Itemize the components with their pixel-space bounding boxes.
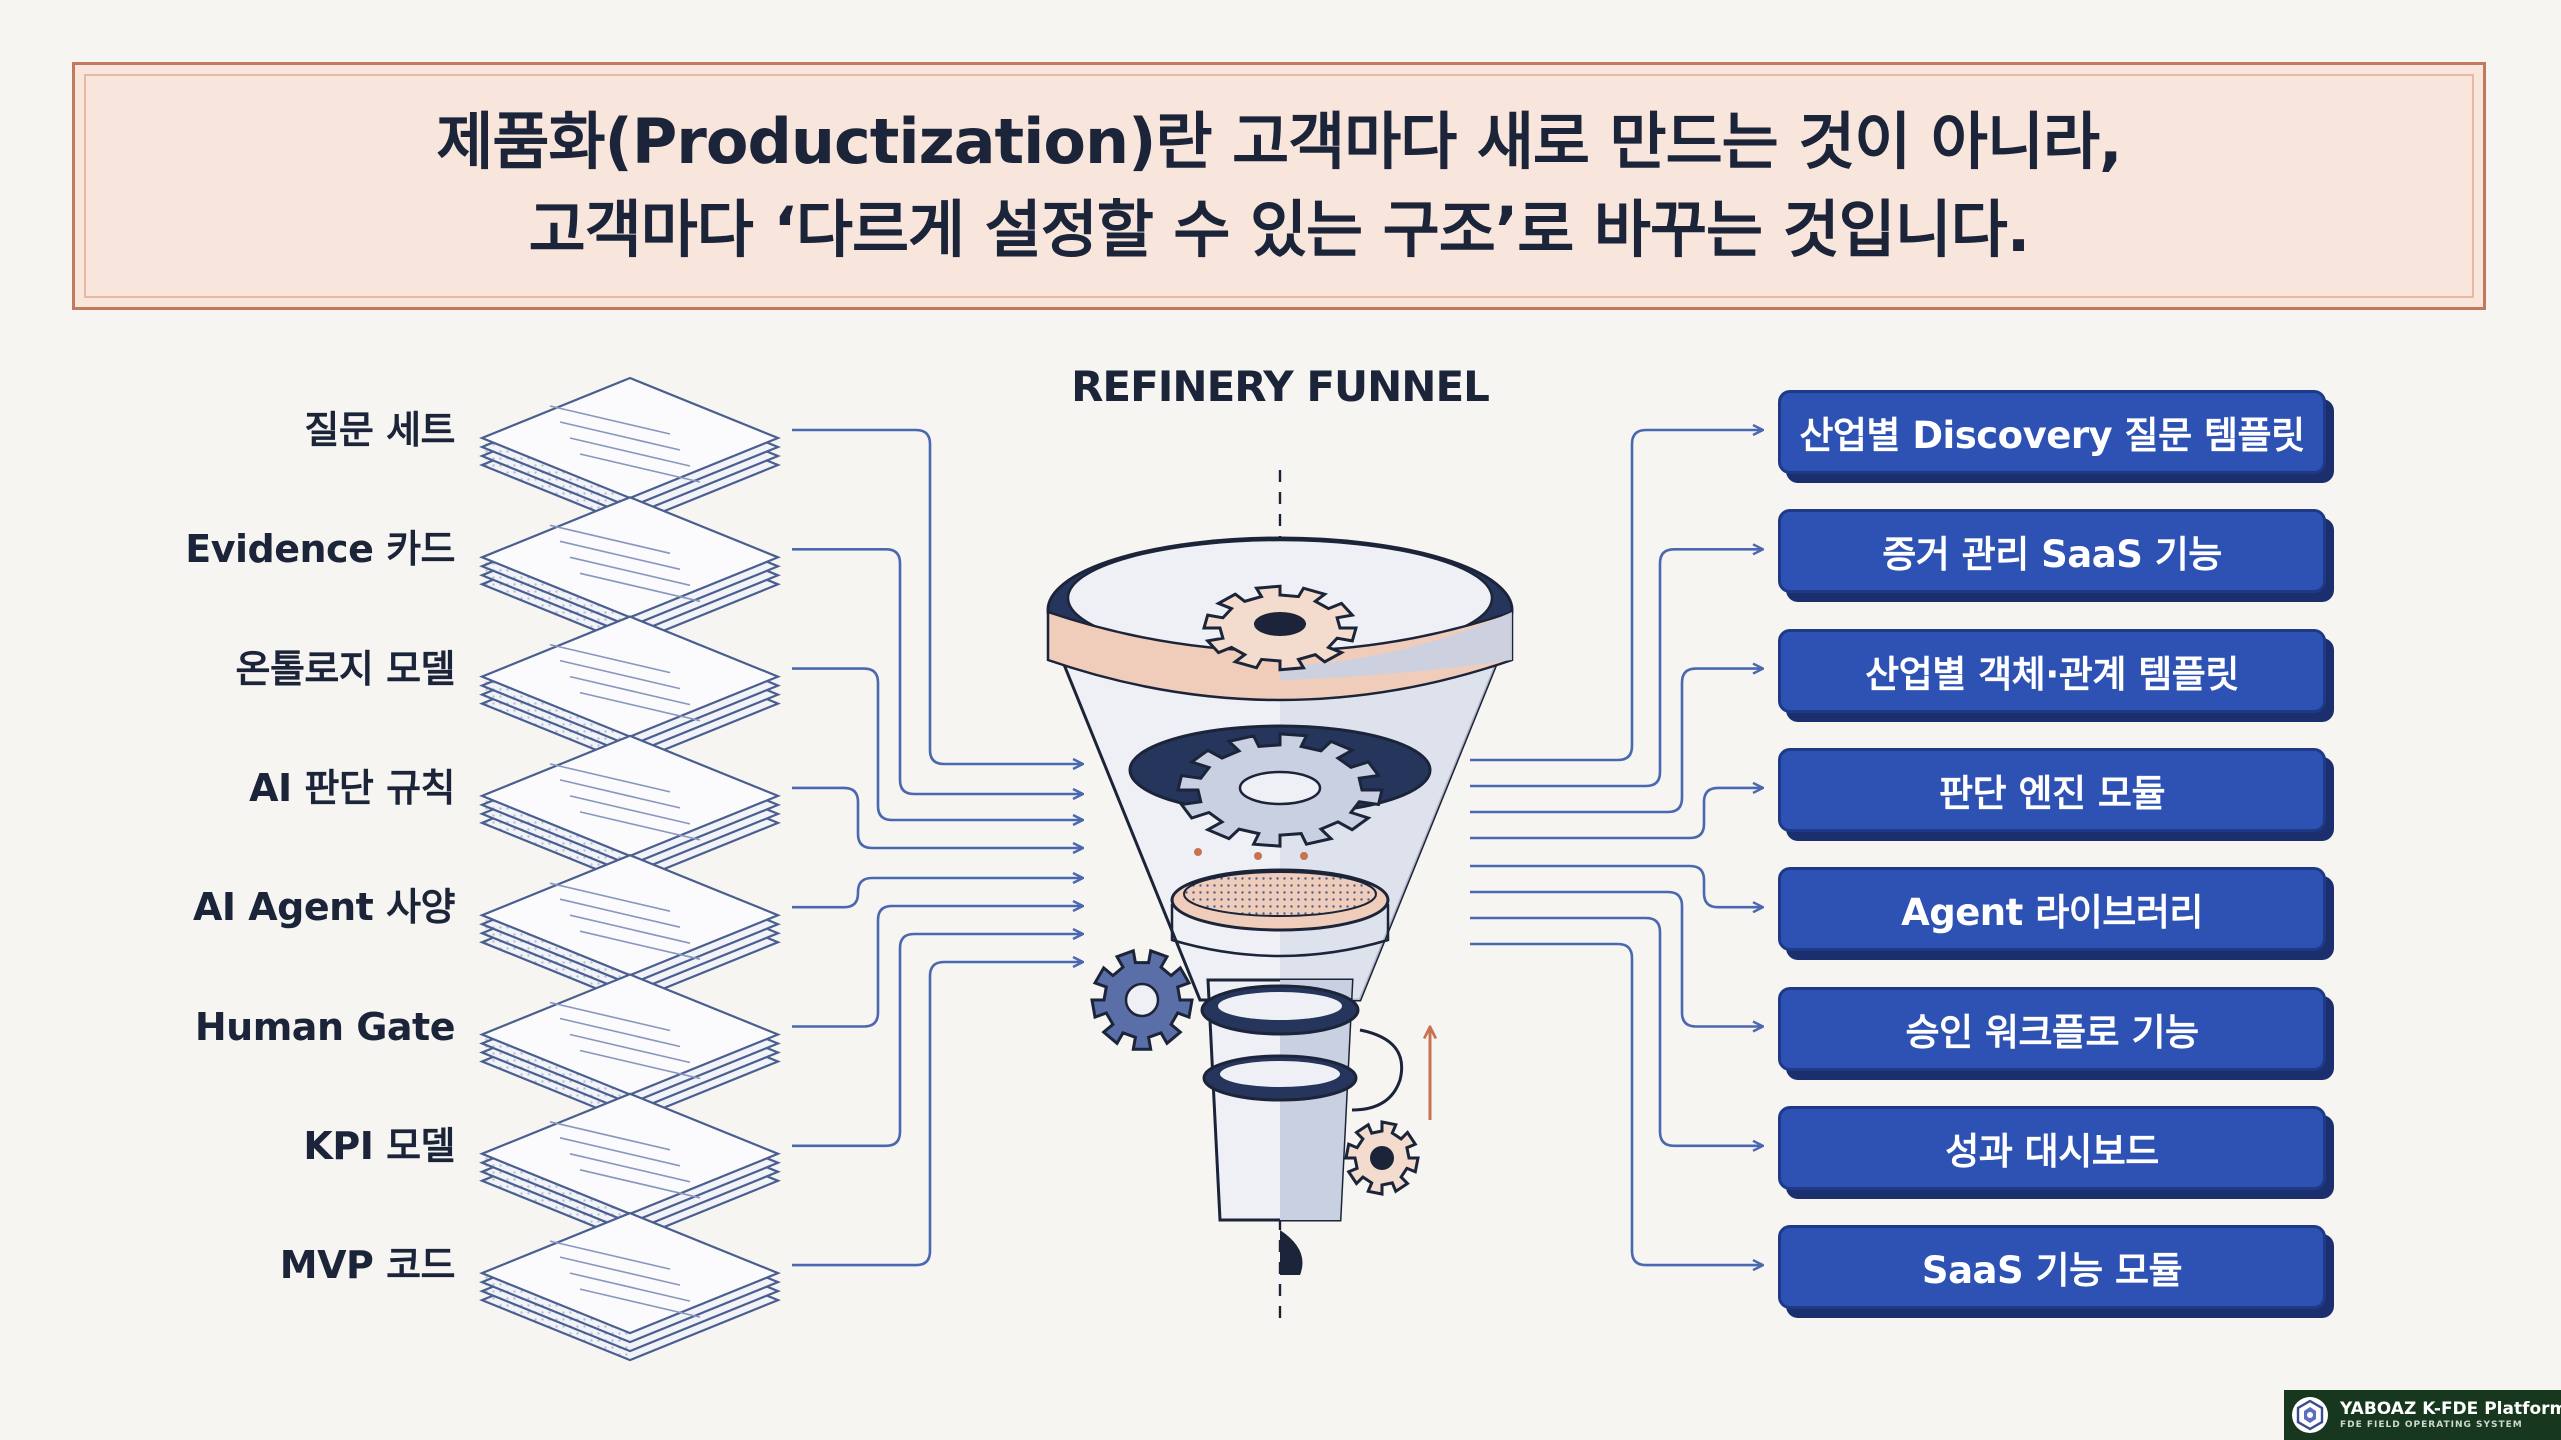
headline-banner: 제품화(Productization)란 고객마다 새로 만드는 것이 아니라,… bbox=[72, 62, 2486, 310]
document-stack-icon bbox=[479, 1092, 781, 1242]
output-box: 산업별 객체·관계 템플릿 bbox=[1778, 628, 2326, 713]
document-stack-icon bbox=[479, 734, 781, 885]
document-stack-icon bbox=[479, 973, 781, 1123]
input-label: AI 판단 규칙 bbox=[249, 765, 455, 810]
input-label: 온톨로지 모델 bbox=[235, 646, 456, 691]
output-box: 산업별 Discovery 질문 템플릿 bbox=[1778, 390, 2326, 474]
connector-line bbox=[792, 934, 1082, 1148]
connector-line bbox=[1470, 916, 1762, 1146]
input-label: Human Gate bbox=[194, 1004, 456, 1049]
connector-line bbox=[1470, 549, 1762, 788]
connector-line bbox=[1470, 669, 1762, 814]
drop-icon bbox=[1280, 1230, 1303, 1275]
connector-line bbox=[792, 906, 1082, 1028]
funnel-title: REFINERY FUNNEL bbox=[1071, 362, 1490, 411]
connector-line bbox=[792, 428, 1082, 764]
connector-line bbox=[1470, 788, 1762, 840]
input-label: AI Agent 사양 bbox=[192, 885, 456, 930]
connector-line bbox=[792, 786, 1082, 848]
output-box: 성과 대시보드 bbox=[1778, 1105, 2326, 1190]
output-box: 증거 관리 SaaS 기능 bbox=[1778, 509, 2326, 594]
document-stack-icon bbox=[479, 1211, 781, 1362]
connector-line bbox=[792, 667, 1082, 820]
document-stack-icon bbox=[479, 376, 781, 527]
badge-title: YABOAZ K-FDE Platform bbox=[2340, 1399, 2561, 1419]
connector-line bbox=[1470, 430, 1762, 762]
connector-line bbox=[1470, 890, 1762, 1027]
input-label: KPI 모델 bbox=[303, 1123, 455, 1168]
connector-line bbox=[792, 548, 1082, 794]
platform-badge: YABOAZ K-FDE Platform FDE FIELD OPERATIN… bbox=[2284, 1390, 2561, 1440]
platform-logo-icon bbox=[2292, 1397, 2328, 1433]
headline-line-2: 고객마다 ‘다르게 설정할 수 있는 구조’로 바꾸는 것입니다. bbox=[528, 193, 2031, 266]
badge-subtitle: FDE FIELD OPERATING SYSTEM bbox=[2340, 1420, 2523, 1430]
input-stacks bbox=[479, 376, 781, 1362]
connector-lines bbox=[792, 430, 1762, 1265]
headline-line-1: 제품화(Productization)란 고객마다 새로 만드는 것이 아니라, bbox=[436, 105, 2122, 178]
input-label: MVP 코드 bbox=[279, 1243, 456, 1288]
output-box: 판단 엔진 모듈 bbox=[1778, 747, 2326, 832]
refinery-funnel bbox=[1046, 470, 1514, 1320]
output-box: 승인 워크플로 기능 bbox=[1778, 986, 2326, 1071]
connector-line bbox=[1470, 942, 1762, 1265]
output-box: SaaS 기능 모듈 bbox=[1778, 1225, 2326, 1310]
document-stack-icon bbox=[479, 496, 781, 646]
connector-line bbox=[1470, 864, 1762, 907]
connector-line bbox=[792, 962, 1082, 1267]
document-stack-icon bbox=[479, 854, 781, 1004]
output-box: Agent 라이브러리 bbox=[1778, 867, 2326, 952]
input-label: Evidence 카드 bbox=[185, 527, 455, 572]
connector-line bbox=[792, 878, 1082, 909]
input-label: 질문 세트 bbox=[304, 408, 455, 452]
